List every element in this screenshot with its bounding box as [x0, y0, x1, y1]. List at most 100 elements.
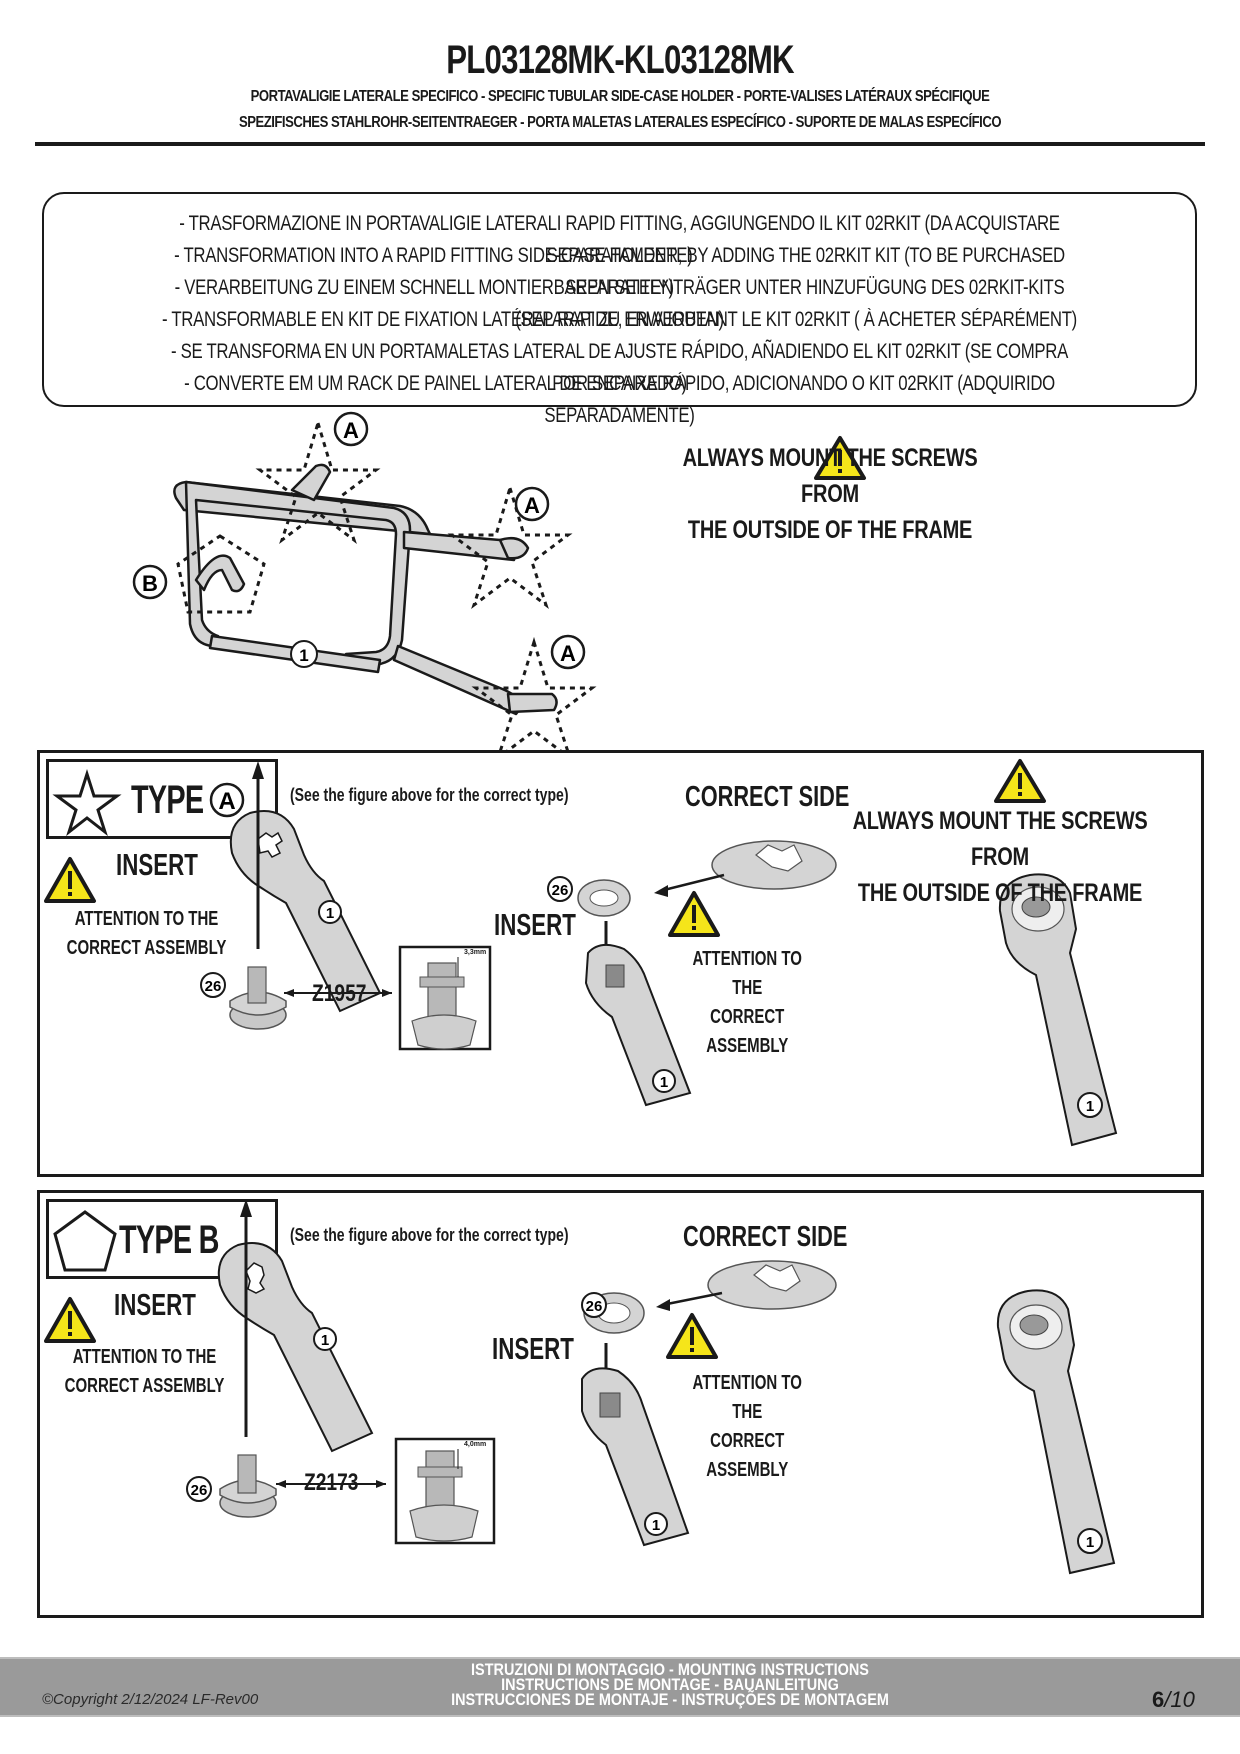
warning-line-1: ALWAYS MOUNT THE SCREWS FROM	[852, 807, 1148, 871]
warning-line-2: THE OUTSIDE OF THE FRAME	[687, 516, 973, 544]
side-case-frame	[173, 463, 558, 716]
bracket-top	[290, 463, 332, 502]
svg-text:B: B	[142, 571, 158, 596]
svg-text:1: 1	[1086, 1534, 1094, 1551]
star-marker-top	[255, 417, 381, 545]
pentagon-marker-b	[176, 534, 266, 614]
cross-slot	[257, 831, 283, 858]
svg-text:A: A	[343, 418, 359, 443]
frame-lower-bar	[208, 634, 382, 674]
rivet-part-26	[219, 1454, 277, 1518]
star-icon	[52, 769, 122, 837]
correct-side-label: CORRECT SIDE	[685, 781, 850, 813]
document-title: PL03128MK-KL03128MK	[446, 38, 794, 82]
insert-label: INSERT	[116, 847, 198, 882]
correct-side-label: CORRECT SIDE	[683, 1221, 848, 1253]
svg-text:1: 1	[660, 1074, 668, 1091]
bracket-right	[498, 537, 530, 560]
part-code: Z2173	[304, 1469, 359, 1496]
warning-triangle-icon	[994, 759, 1046, 803]
insert-label: INSERT	[114, 1287, 196, 1322]
frame-arm-upper	[402, 530, 518, 562]
svg-text:26: 26	[191, 1482, 208, 1499]
type-a-label: TYPE	[131, 778, 204, 822]
footer-line-2: INSTRUCTIONS DE MONTAGE - BAUANLEITUNG	[501, 1675, 839, 1694]
notice-line-fr: - TRANSFORMABLE EN KIT DE FIXATION LATÉR…	[162, 308, 1077, 331]
bracket-lower	[506, 692, 558, 714]
type-b-label: TYPE B	[119, 1218, 219, 1262]
copyright-notice: ©Copyright 2/12/2024 LF-Rev00	[42, 1691, 259, 1708]
bracket-b	[194, 554, 246, 593]
notice-line-de: - VERARBEITUNG ZU EINEM SCHNELL MONTIERB…	[174, 276, 1065, 331]
footer-titles: ISTRUZIONI DI MONTAGGIO - MOUNTING INSTR…	[424, 1660, 917, 1709]
part-code: Z1957	[312, 980, 367, 1007]
star-marker-lower	[471, 636, 597, 763]
attention-line-1: ATTENTION TO THE	[72, 1346, 217, 1368]
insert-label-2: INSERT	[492, 1331, 574, 1366]
frame-tube-outer	[184, 480, 412, 668]
attention-line-2: CORRECT ASSEMBLY	[66, 937, 227, 959]
star-marker-right	[447, 482, 573, 610]
attention-line-2: CORRECT ASSEMBLY	[706, 1430, 789, 1481]
see-figure-note: (See the figure above for the correct ty…	[290, 1225, 569, 1245]
svg-text:26: 26	[552, 882, 569, 899]
warning-triangle-icon	[668, 891, 720, 937]
type-a-label-box: TYPE A	[46, 759, 278, 839]
warning-triangle-icon	[44, 857, 96, 903]
svg-text:A: A	[524, 493, 540, 518]
warning-triangle-icon	[44, 1297, 96, 1343]
notice-line-es: - SE TRANSFORMA EN UN PORTAMALETAS LATER…	[171, 340, 1068, 395]
callout-b: B	[132, 564, 168, 600]
dimension-label: 3,3mm	[464, 949, 487, 956]
type-a-section: TYPE A (See the figure above for the cor…	[37, 750, 1204, 1177]
rivet-part-26	[229, 966, 287, 1030]
mount-warning: ALWAYS MOUNT THE SCREWS FROM THE OUTSIDE…	[810, 803, 1190, 911]
header-divider	[35, 142, 1205, 146]
frame-tab-mounted	[996, 1289, 1116, 1575]
frame-tab-assembled	[581, 1367, 690, 1547]
attention-note-2: ATTENTION TO THE CORRECT ASSEMBLY	[676, 1369, 819, 1485]
notice-line-pt: - CONVERTE EM UM RACK DE PAINEL LATERAL …	[184, 372, 1055, 427]
type-b-section: TYPE B (See the figure above for the cor…	[37, 1190, 1204, 1618]
attention-line-1: ATTENTION TO THE	[74, 908, 219, 930]
frame-arm-lower	[392, 644, 524, 716]
frame-tab-part-1	[217, 1242, 374, 1453]
subtitle-line-2: SPEZIFISCHES STAHLROHR-SEITENTRAEGER - P…	[238, 114, 1002, 131]
cross-slot	[245, 1262, 266, 1294]
page-footer: ©Copyright 2/12/2024 LF-Rev00 ISTRUZIONI…	[0, 1657, 1240, 1717]
footer-line-1: ISTRUZIONI DI MONTAGGIO - MOUNTING INSTR…	[471, 1660, 869, 1679]
attention-line-1: ATTENTION TO THE	[692, 948, 802, 999]
attention-line-1: ATTENTION TO THE	[692, 1372, 802, 1423]
callout-a-top: A	[333, 411, 369, 447]
type-a-insert-diagram: 1 26 26 1	[44, 759, 1118, 1147]
svg-text:1: 1	[652, 1517, 660, 1534]
type-a-badge-icon: A	[209, 782, 245, 818]
svg-text:1: 1	[299, 646, 308, 665]
callout-a-right: A	[514, 486, 550, 522]
attention-note: ATTENTION TO THE CORRECT ASSEMBLY	[64, 905, 229, 963]
conversion-notice-box: - TRASFORMAZIONE IN PORTAVALIGIE LATERAL…	[42, 192, 1197, 427]
see-figure-note: (See the figure above for the correct ty…	[290, 785, 569, 805]
warning-triangle-icon	[666, 1313, 718, 1359]
frame-tab-mounted	[998, 873, 1118, 1147]
attention-note-2: ATTENTION TO THE CORRECT ASSEMBLY	[676, 945, 819, 1061]
svg-text:A: A	[218, 788, 235, 815]
callout-a-lower: A	[550, 634, 586, 670]
subtitle-line-1: PORTAVALIGIE LATERALE SPECIFICO - SPECIF…	[250, 88, 990, 105]
footer-line-3: INSTRUCCIONES DE MONTAJE - INSTRUÇÕES DE…	[451, 1690, 889, 1709]
svg-text:1: 1	[326, 905, 334, 922]
type-b-label-box: TYPE B	[46, 1199, 278, 1279]
svg-text:1: 1	[1086, 1098, 1094, 1115]
pentagon-icon	[53, 1210, 117, 1272]
page-total: /10	[1164, 1687, 1195, 1712]
type-b-insert-diagram: 1 26 26 1	[44, 1199, 1116, 1575]
page-number: 6/10	[1152, 1687, 1195, 1713]
svg-text:26: 26	[586, 1298, 603, 1315]
frame-tube-top	[173, 480, 432, 536]
dimension-label: 4,0mm	[464, 1441, 487, 1448]
notice-line-en: - TRANSFORMATION INTO A RAPID FITTING SI…	[174, 244, 1065, 299]
overview-warning: ALWAYS MOUNT THE SCREWS FROM THE OUTSIDE…	[640, 440, 1020, 548]
frame-tab-part-1	[229, 810, 382, 1013]
callout-part-1: 1	[290, 640, 318, 668]
svg-text:1: 1	[321, 1332, 329, 1349]
